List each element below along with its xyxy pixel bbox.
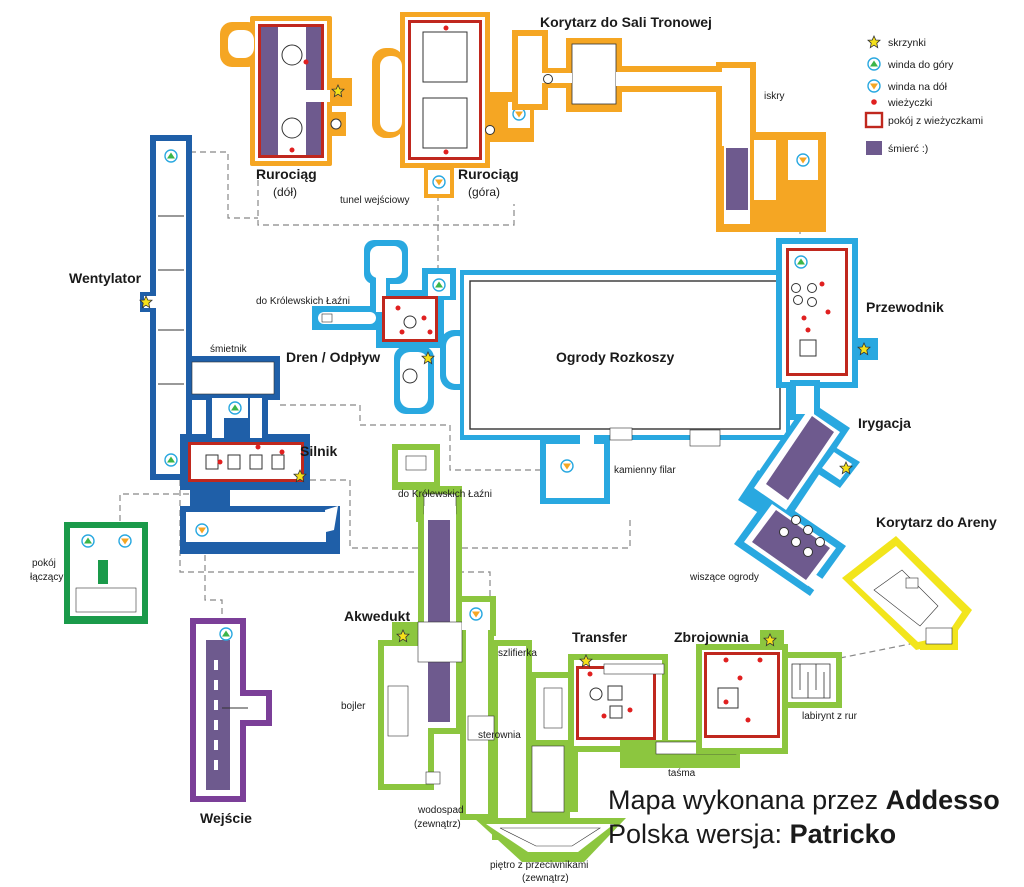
area-wejscie xyxy=(190,618,272,802)
label-korytarz-areny: Korytarz do Areny xyxy=(876,514,997,530)
label-wentylator: Wentylator xyxy=(69,270,142,286)
label-silnik: Silnik xyxy=(300,443,338,459)
credits-author: Addesso xyxy=(886,785,1000,815)
label-do-lazni-1: do Królewskich Łaźni xyxy=(256,296,350,307)
area-silnik xyxy=(180,356,340,554)
credits-line1-prefix: Mapa wykonana przez xyxy=(608,785,886,815)
label-irygacja: Irygacja xyxy=(858,415,911,431)
area-ogrody-rozkoszy xyxy=(460,270,790,504)
credits-line-1: Mapa wykonana przez Addesso xyxy=(608,785,1000,815)
label-wodospad-1: wodospad xyxy=(417,805,464,816)
legend-label: pokój z wieżyczkami xyxy=(888,115,983,127)
legend-label: wieżyczki xyxy=(887,97,932,109)
area-korytarz-tronowy xyxy=(512,30,826,232)
label-zbrojownia: Zbrojownia xyxy=(674,629,749,645)
label-przewodnik: Przewodnik xyxy=(866,299,944,315)
label-pietro-2: (zewnątrz) xyxy=(522,873,569,884)
area-wentylator xyxy=(139,135,192,480)
turret-dot-icon xyxy=(871,99,877,105)
area-rurociag-dol xyxy=(220,16,352,166)
legend-label: skrzynki xyxy=(888,37,926,49)
label-tasma: taśma xyxy=(668,768,696,779)
star-icon xyxy=(867,35,881,49)
label-smietnik: śmietnik xyxy=(210,344,248,355)
area-rurociag-gora xyxy=(372,12,534,198)
label-pokoj-1: pokój xyxy=(32,558,56,569)
label-transfer: Transfer xyxy=(572,629,628,645)
credits: Mapa wykonana przez Addesso Polska wersj… xyxy=(608,785,1000,849)
area-przewodnik xyxy=(776,238,878,388)
label-iskry: iskry xyxy=(764,91,785,102)
area-korytarz-areny xyxy=(842,536,972,650)
area-pokoj-laczacy xyxy=(64,522,148,624)
area-transfer xyxy=(568,654,668,752)
legend-label: winda do góry xyxy=(887,59,954,71)
map-labels: Korytarz do Sali Tronowej iskry Rurociąg… xyxy=(30,14,997,884)
label-rurociag-gora: Rurociąg xyxy=(458,166,519,182)
label-rurociag-gora-sub: (góra) xyxy=(468,185,500,199)
legend-label: winda na dół xyxy=(887,81,948,93)
label-pokoj-2: łączący xyxy=(30,572,63,583)
credits-translator: Patricko xyxy=(790,819,897,849)
area-zbrojownia xyxy=(696,630,842,754)
label-wejscie: Wejście xyxy=(200,810,252,826)
area-dren xyxy=(312,240,474,414)
death-zone-icon xyxy=(866,141,882,155)
label-bojler: bojler xyxy=(341,701,366,712)
credits-line-2: Polska wersja: Patricko xyxy=(608,819,896,849)
label-labirynt: labirynt z rur xyxy=(802,711,858,722)
label-tunel: tunel wejściowy xyxy=(340,195,409,206)
label-sterownia: sterownia xyxy=(478,730,521,741)
label-dren: Dren / Odpływ xyxy=(286,349,380,365)
label-ogrody: Ogrody Rozkoszy xyxy=(556,349,674,365)
label-pietro-1: piętro z przeciwnikami xyxy=(490,860,588,871)
label-wiszace: wiszące ogrody xyxy=(689,572,759,583)
legend-label: śmierć :) xyxy=(888,143,928,155)
label-szlifierka: szlifierka xyxy=(498,648,537,659)
label-wodospad-2: (zewnątrz) xyxy=(414,819,461,830)
elevator-up-icon xyxy=(867,57,881,71)
credits-line2-prefix: Polska wersja: xyxy=(608,819,790,849)
area-akwedukt xyxy=(378,444,532,840)
elevator-down-icon xyxy=(867,79,881,93)
legend: skrzynki winda do góry winda na dół wież… xyxy=(864,35,983,155)
label-do-lazni-2: do Królewskich Łaźni xyxy=(398,489,492,500)
area-irygacja xyxy=(734,380,860,596)
label-korytarz-tronowy: Korytarz do Sali Tronowej xyxy=(540,14,712,30)
label-rurociag-dol-sub: (dół) xyxy=(273,185,297,199)
label-kamienny: kamienny filar xyxy=(614,465,676,476)
turret-room-icon xyxy=(864,111,884,129)
label-rurociag-dol: Rurociąg xyxy=(256,166,317,182)
label-akwedukt: Akwedukt xyxy=(344,608,410,624)
